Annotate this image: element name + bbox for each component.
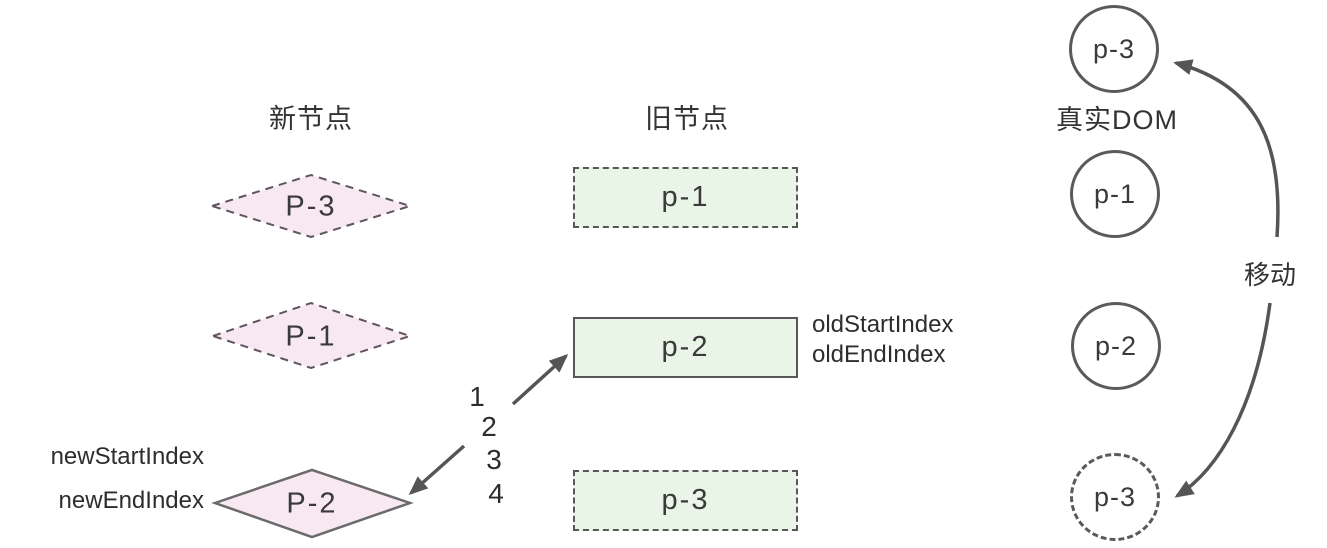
- new-node-p3-label: P-3: [285, 190, 337, 223]
- real-dom-title: 真实DOM: [1056, 105, 1178, 135]
- compare-arrow-lower-segment: [408, 444, 466, 495]
- real-dom-p3-bottom-circle: p-3: [1070, 453, 1160, 541]
- compare-step-number: 1: [469, 381, 485, 412]
- new-node-p1-diamond: [209, 301, 414, 370]
- new-start-index-label: newStartIndex: [50, 443, 204, 470]
- new-end-index-label: newEndIndex: [58, 487, 204, 514]
- new-node-p3-diamond: [208, 173, 414, 239]
- move-arrow-lower-segment: [1174, 302, 1272, 498]
- new-nodes-title: 新节点: [269, 104, 353, 134]
- old-node-p3-rect: p-3: [573, 470, 798, 531]
- old-node-p2-rect: p-2: [573, 317, 798, 378]
- compare-step-number: 2: [481, 411, 497, 442]
- compare-arrow-upper-segment: [511, 353, 569, 406]
- new-node-p2-label: P-2: [286, 487, 338, 520]
- compare-step-number: 3: [486, 444, 502, 475]
- new-node-p1-label: P-1: [285, 320, 337, 353]
- old-start-index-label: oldStartIndex: [812, 311, 954, 338]
- real-dom-p3-top-circle: p-3: [1069, 5, 1159, 93]
- real-dom-p2-circle: p-2: [1071, 302, 1161, 390]
- move-arrow-upper-segment: [1173, 59, 1280, 238]
- compare-step-number: 4: [488, 478, 504, 509]
- old-end-index-label: oldEndIndex: [812, 341, 946, 368]
- old-node-p1-rect: p-1: [573, 167, 798, 228]
- old-nodes-title: 旧节点: [645, 104, 729, 134]
- new-node-p2-diamond: [211, 468, 414, 539]
- move-label: 移动: [1244, 260, 1297, 290]
- real-dom-p1-circle: p-1: [1070, 150, 1160, 238]
